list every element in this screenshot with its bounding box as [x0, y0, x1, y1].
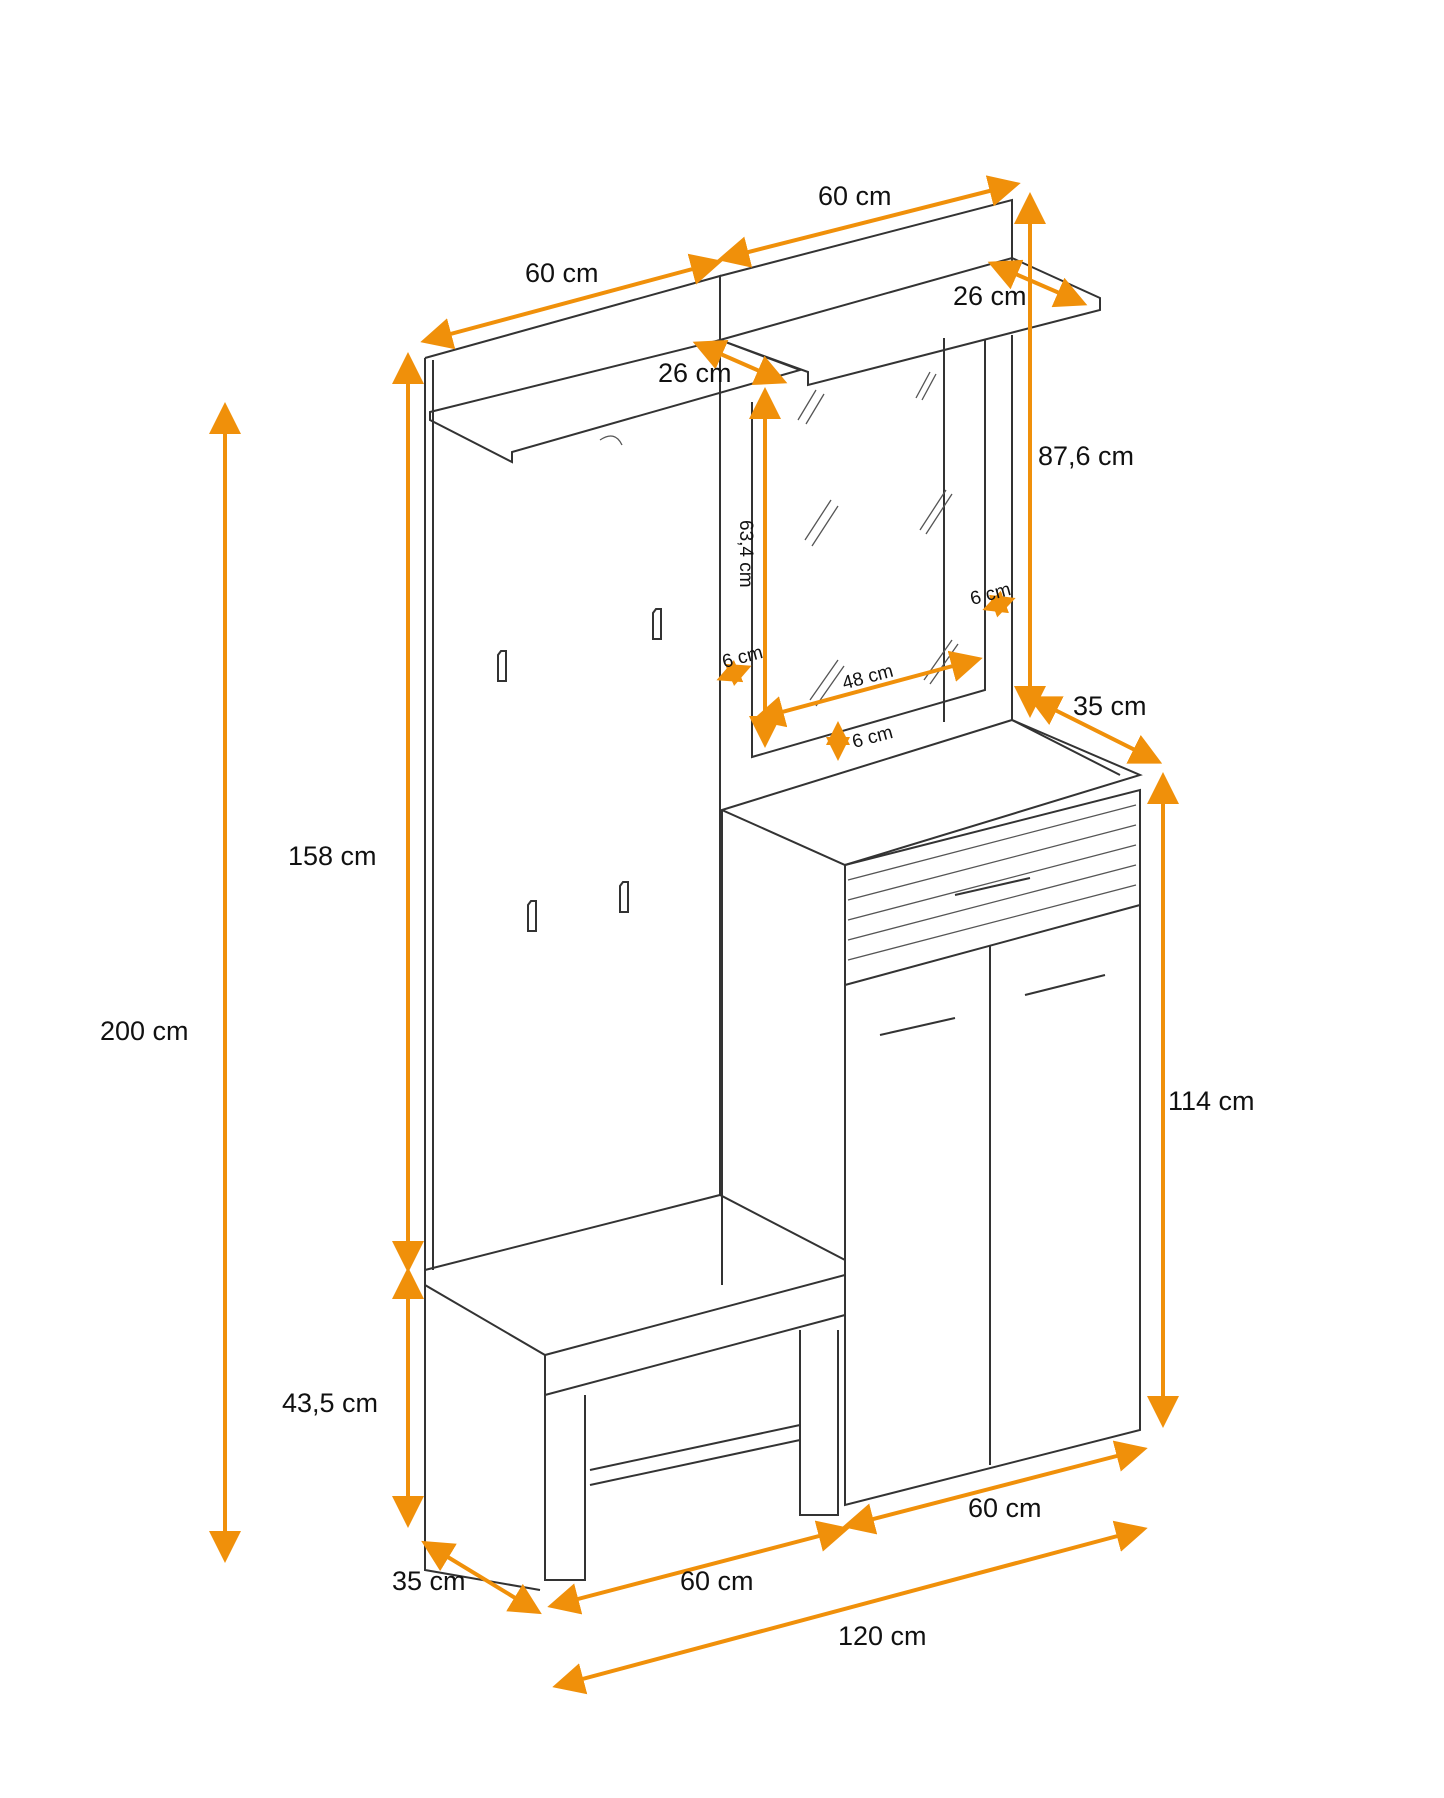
mirror-panel: [716, 198, 1121, 1195]
right-top-width-label: 60 cm: [818, 181, 892, 211]
bench-height-label: 43,5 cm: [282, 1388, 379, 1418]
right-shelf-depth-label: 26 cm: [953, 281, 1027, 311]
shoe-cabinet: [719, 718, 1143, 1507]
total-width-label: 120 cm: [838, 1621, 927, 1651]
bench: [424, 1193, 846, 1581]
left-top-width-label: 60 cm: [525, 258, 599, 288]
cabinet-width-label: 60 cm: [968, 1493, 1042, 1523]
cabinet-depth-label: 35 cm: [1073, 691, 1147, 721]
mirror-panel-height-label: 87,6 cm: [1038, 441, 1135, 471]
left-shelf-depth-label: 26 cm: [658, 358, 732, 388]
dimension-arrows: [209, 175, 1179, 1695]
total-height-label: 200 cm: [100, 1016, 189, 1046]
mirror-height-label: 63,4 cm: [735, 520, 756, 588]
coat-panel-height-label: 158 cm: [288, 841, 377, 871]
coat-panel: [424, 274, 804, 1591]
bench-depth-label: 35 cm: [392, 1566, 466, 1596]
cabinet-height-label: 114 cm: [1168, 1086, 1255, 1116]
bench-width-label: 60 cm: [680, 1566, 754, 1596]
coat-hooks: [497, 608, 662, 932]
